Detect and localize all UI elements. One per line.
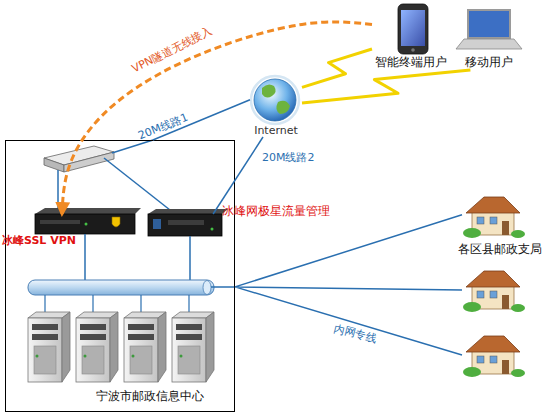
node-label: 智能终端用户 [372, 55, 450, 69]
laptop-screen [468, 10, 510, 38]
connector [302, 70, 470, 103]
node-label: 宁波市邮政信息中心 [96, 389, 204, 403]
switch-wire [104, 158, 170, 210]
laptop-node: 移动用户 [458, 2, 520, 70]
globe-land [262, 84, 276, 97]
server-icon [124, 312, 166, 382]
traffic-device [148, 214, 222, 236]
switch-wire [57, 170, 59, 214]
connector [62, 22, 372, 214]
server-wire [44, 295, 45, 312]
house-icon [463, 336, 525, 377]
edge-label: 20M线路2 [262, 152, 315, 164]
phone-button [411, 48, 415, 52]
globe-ring [251, 76, 299, 124]
phone-icon [398, 4, 428, 54]
server-wire [92, 295, 93, 312]
vpn-node: 冰峰SSL VPN [35, 214, 135, 234]
branch-node: 各区县邮政支局 [462, 192, 547, 382]
house-icon [463, 197, 525, 238]
vpn-device [35, 214, 135, 234]
edge-label: 20M线路1 [137, 112, 190, 143]
device-slot [168, 220, 204, 225]
globe-icon [254, 79, 296, 121]
bus-wire [211, 286, 235, 288]
laptop-base [456, 39, 522, 49]
device-led [211, 228, 214, 231]
server-icon [76, 312, 118, 382]
shield-logo [112, 217, 120, 227]
traffic-node: 冰峰网极星流量管理 [148, 214, 222, 236]
connector [235, 215, 462, 355]
bus-wire [84, 234, 86, 280]
phone-screen [401, 10, 425, 46]
globe-land [276, 101, 290, 114]
connector [213, 137, 263, 214]
node-label: 冰峰SSL VPN [2, 234, 76, 248]
bus-wire [189, 236, 191, 280]
device-top [148, 209, 228, 214]
server-icon [172, 312, 214, 382]
internet-node: Internet [250, 75, 302, 137]
phone-node: 智能终端用户 [372, 0, 450, 70]
house-icon [463, 271, 525, 312]
server-icon [28, 312, 70, 382]
device-panel [153, 219, 161, 229]
device-slot [40, 220, 80, 224]
uplink-wire [112, 140, 153, 153]
device-led [85, 223, 88, 226]
edge-label: 内网专线 [332, 323, 378, 345]
bus-end [203, 281, 211, 295]
node-label: 冰峰网极星流量管理 [222, 204, 330, 218]
network-bus [28, 280, 214, 295]
server-wire [140, 295, 141, 312]
connector [302, 49, 372, 87]
center-box: 宁波市邮政信息中心 冰峰SSL VPN 冰峰网极星流量管理 [5, 140, 235, 412]
device-top [35, 208, 141, 214]
edge-label: VPN隧道无线接入 [130, 25, 214, 76]
node-label: 移动用户 [458, 55, 520, 69]
switch-side [64, 152, 114, 172]
switch-front [44, 158, 64, 172]
server-wire [188, 295, 189, 312]
node-label: Internet [250, 124, 302, 138]
node-label: 各区县邮政支局 [458, 242, 542, 256]
